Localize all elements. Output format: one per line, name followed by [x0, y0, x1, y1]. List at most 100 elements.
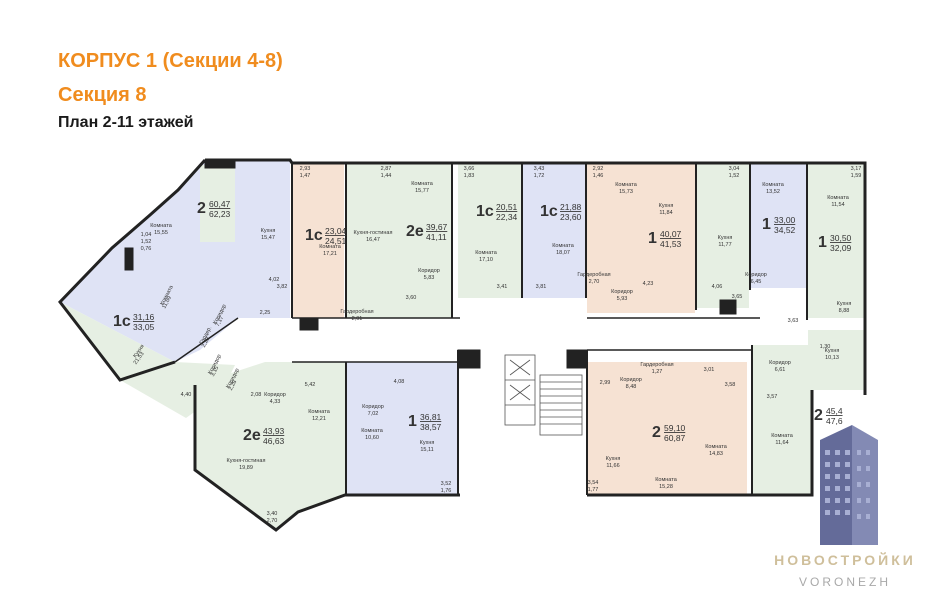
utility-area: 3,54 — [588, 480, 599, 486]
apartment-2e-lower — [195, 362, 345, 530]
utility-area: 3,01 — [704, 367, 715, 373]
room-name: Гардеробная — [640, 362, 673, 368]
room-name: Кухня — [837, 301, 852, 307]
apartment-1c-3 — [458, 163, 521, 298]
apartment-type: 2 — [652, 424, 661, 441]
apartment-type: 1с — [476, 203, 494, 220]
room-name: Коридор — [769, 360, 791, 366]
utility-area: 2,99 — [600, 380, 611, 386]
utility-area: 1,46 — [593, 173, 604, 179]
room-area: 15,73 — [619, 189, 633, 195]
utility-area: 4,40 — [181, 392, 192, 398]
apartment-total-area: 38,57 — [420, 422, 442, 432]
room-area: 6,61 — [775, 367, 786, 373]
utility-area: 5,42 — [305, 382, 316, 388]
apartment-total-area: 60,87 — [664, 433, 686, 443]
utility-area: 3,04 — [729, 166, 740, 172]
watermark-building-icon — [820, 425, 878, 545]
utility-area: 1,47 — [300, 173, 311, 179]
room-area: 7,02 — [368, 411, 379, 417]
room-name: Комната — [615, 182, 637, 188]
kitchen-upper-left — [200, 165, 235, 242]
room-area: 4,33 — [270, 399, 281, 405]
room-area: 11,66 — [606, 463, 619, 469]
room-area: 2,28 — [228, 379, 238, 391]
apartment-living-area: 23,04 — [325, 226, 347, 236]
utility-area: 4,02 — [269, 277, 280, 283]
apartment-living-area: 30,50 — [830, 233, 852, 243]
room-area: 8,88 — [839, 308, 850, 314]
apartment-total-area: 34,52 — [774, 225, 796, 235]
room-name: Комната — [361, 428, 383, 434]
apartment-total-area: 46,63 — [263, 436, 285, 446]
room-area: 11,69 — [161, 295, 173, 310]
apartment-2-right-lower — [752, 345, 812, 495]
room-area: 15,28 — [659, 484, 673, 490]
utility-area: 2,87 — [381, 166, 392, 172]
watermark-brand: НОВОСТРОЙКИ — [774, 551, 916, 568]
room-area: 3,15 — [210, 365, 220, 377]
utility-area: 1,83 — [464, 173, 475, 179]
room-name: Кухня — [659, 203, 674, 209]
apartment-fills — [60, 160, 865, 530]
apartment-living-area: 39,67 — [426, 222, 448, 232]
room-name: Комната — [655, 477, 677, 483]
room-name: Коридор — [611, 289, 633, 295]
utility-area: 3,60 — [406, 295, 417, 301]
room-name: Кухня — [606, 456, 621, 462]
utility-area: 3,41 — [497, 284, 508, 290]
apartment-type: 2е — [243, 427, 261, 444]
room-name: Комната — [762, 182, 784, 188]
apartment-total-area: 41,11 — [426, 232, 447, 242]
room-name: Комната — [319, 244, 341, 250]
utility-area: 3,82 — [277, 284, 288, 290]
apartment-1-6 — [697, 163, 749, 308]
apartment-1-5 — [587, 163, 695, 313]
utility-area: 3,43 — [534, 166, 545, 172]
utility-area: 2,92 — [593, 166, 604, 172]
room-name: Гардеробная — [340, 309, 373, 315]
apartment-living-area: 21,88 — [560, 202, 582, 212]
room-area: 12,21 — [312, 416, 326, 422]
room-name: Комната — [552, 243, 574, 249]
utility-area: 3,66 — [464, 166, 475, 172]
utility-area: 3,40 — [267, 511, 278, 517]
utility-area: 3,58 — [725, 382, 736, 388]
utility-area: 3,52 — [441, 481, 452, 487]
apartment-living-area: 43,93 — [263, 426, 285, 436]
room-area: 15,11 — [420, 447, 433, 453]
room-name: Кухня — [718, 235, 733, 241]
apartment-type: 2е — [406, 223, 424, 240]
room-area: 19,89 — [239, 465, 253, 471]
room-name: Коридор — [620, 377, 642, 383]
room-name: Коридор — [362, 404, 384, 410]
apartment-type: 1с — [540, 203, 558, 220]
building-title: КОРПУС 1 (Секции 4-8) — [58, 50, 283, 72]
apartment-type: 1с — [305, 227, 323, 244]
utility-area: 3,81 — [536, 284, 547, 290]
room-name: Кухня — [420, 440, 435, 446]
apartment-type: 2 — [197, 200, 206, 217]
room-name: Коридор — [418, 268, 440, 274]
utility-area: 1,77 — [588, 487, 599, 493]
apartment-1c-2 — [292, 163, 344, 318]
room-name: Комната — [827, 195, 849, 201]
